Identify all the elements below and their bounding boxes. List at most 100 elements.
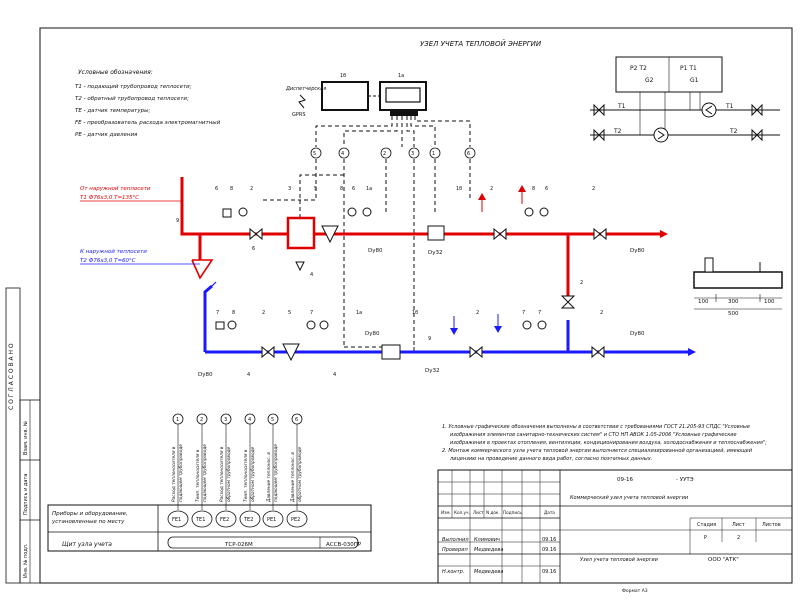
instrument-caption: обратном трубопроводе: [226, 446, 232, 502]
instrument-number: 3: [224, 417, 227, 423]
return-destination-label: К наружной теплосети: [80, 249, 147, 255]
instrument-number: 4: [248, 417, 251, 423]
role-label: Н.контр.: [442, 569, 464, 575]
box-1b-label: 1б: [340, 73, 346, 79]
pipe-size: Dy80: [630, 248, 645, 254]
cable-number: 3: [411, 151, 414, 157]
component-number: 5: [314, 186, 317, 192]
format-label: Формат А3: [622, 588, 648, 594]
gauge-icon: [539, 207, 549, 217]
component-number: 7: [538, 310, 541, 316]
supply-source-label: От наружной теплосети: [80, 186, 151, 192]
component-number: 9: [176, 218, 179, 224]
component-number: 1б: [456, 186, 462, 192]
inset-g1: G1: [690, 77, 699, 84]
gauge-icon: [362, 207, 372, 217]
principle-inset: P2 T2 P1 T1 G2 G1 T1 T1 T2 T2: [590, 56, 780, 143]
valve-icon: [469, 345, 483, 359]
cable-number: 5: [313, 151, 316, 157]
sign-date-label: Подпись и дата: [23, 474, 29, 515]
panel-bar: [167, 536, 359, 549]
cable-number: 6: [467, 151, 470, 157]
sign-date: 09.16: [542, 547, 556, 553]
component-number: 1а: [366, 186, 372, 192]
stamp-header: Лист: [473, 510, 484, 515]
component-number: 6: [252, 246, 255, 252]
supply-spec-label: Т1 Ф76х3,0 Т=135°С: [80, 195, 139, 201]
pipe-size: Dy32: [428, 250, 443, 256]
component-number: 6: [215, 186, 218, 192]
stage-value: Р: [704, 535, 707, 541]
instrument-table: Приборы и оборудование, установленные по…: [47, 413, 372, 552]
thermo-icon: [222, 208, 232, 218]
sensor-mount-detail: 100 300 100 500: [693, 257, 783, 317]
gauge-icon: [227, 320, 237, 330]
drawing-code-suffix: - УУТЭ: [676, 477, 694, 483]
inset-t2: T2: [729, 128, 738, 135]
stamp-header: Кол.уч.: [454, 510, 470, 515]
component-number: 7: [522, 310, 525, 316]
component-number: 4: [333, 372, 336, 378]
component-number: 1б: [412, 310, 418, 316]
component-number: 7: [216, 310, 219, 316]
instrument-tag-bubble: [239, 510, 261, 528]
instrument-tag-bubble: [215, 510, 237, 528]
sheet-title: Узел учета тепловой энергии: [580, 557, 659, 563]
note-line: изображения элементов санитарно-техничес…: [450, 432, 737, 438]
drain-icon: [295, 261, 305, 272]
instrument-tag-bubble: [167, 510, 189, 528]
valve-icon: [560, 295, 576, 309]
inset-t2: T2: [613, 128, 622, 135]
inset-p1t1: P1 T1: [680, 65, 697, 72]
legend-item: Т1 - подающий трубопровод теплосети;: [75, 84, 192, 90]
drawing-title: УЗЕЛ УЧЕТА ТЕПЛОВОЙ ЭНЕРГИИ: [420, 39, 542, 48]
dim-500: 500: [728, 311, 739, 317]
stage-header: Стадия: [697, 522, 716, 528]
instrument-caption: Темп. теплоносителя в: [195, 449, 201, 502]
instrument-caption: обратном трубопроводе: [250, 446, 256, 502]
stamp-header: Изм.: [441, 510, 451, 515]
pipe-size: Dy80: [368, 248, 383, 254]
component-number: 2: [592, 186, 595, 192]
antenna-icon: [298, 94, 306, 109]
component-number: 8: [232, 310, 235, 316]
inset-p2t2: P2 T2: [630, 65, 647, 72]
component-number: 2: [250, 186, 253, 192]
instrument-number: 1: [176, 417, 179, 423]
gauge-icon: [537, 320, 547, 330]
note-line: изображения в проектах отопления, вентил…: [450, 440, 767, 446]
legend-item: РЕ - датчик давления: [75, 132, 138, 138]
role-label: Проверил: [442, 547, 468, 553]
instrument-tag: TE2: [243, 517, 253, 523]
component-number: 8: [230, 186, 233, 192]
agreed-label: С О Г Л А С О В А Н О: [8, 343, 15, 410]
project-name: Коммерческий узел учета тепловой энергии: [570, 495, 689, 501]
thermo-icon: [215, 321, 225, 330]
cable-markers: 5 4 2 3 1 6: [310, 147, 476, 159]
instrument-number: 2: [200, 417, 203, 423]
panel-label: Щит узла учета: [62, 541, 112, 548]
legend-heading: Условные обозначения:: [78, 69, 153, 76]
valve-icon: [593, 227, 607, 241]
flowmeter-fe1: [427, 225, 445, 241]
legend: Условные обозначения: Т1 - подающий труб…: [75, 69, 221, 138]
cable-number: 1: [432, 151, 435, 157]
inset-g2: G2: [645, 77, 654, 84]
component-number: 2: [580, 280, 583, 286]
instrument-tag-bubble: [262, 510, 284, 528]
assv-label: АССВ-030ПР: [326, 542, 362, 548]
return-components: [215, 320, 605, 362]
component-number: 6: [352, 186, 355, 192]
pipe-size: Dy32: [425, 368, 440, 374]
modem-box: [321, 81, 369, 111]
instrument-tag: FE1: [172, 517, 181, 523]
component-number: 9: [428, 336, 431, 342]
dispatch-label: Диспетчерская: [285, 86, 326, 92]
instrument-tag: PE1: [267, 517, 276, 523]
notes: 1. Условные графические обозначения выпо…: [442, 424, 767, 462]
gauge-icon: [319, 320, 329, 330]
component-number: 2: [600, 310, 603, 316]
tcr-label: ТСР-026М: [224, 542, 253, 548]
box-1a-label: 1а: [398, 73, 404, 79]
